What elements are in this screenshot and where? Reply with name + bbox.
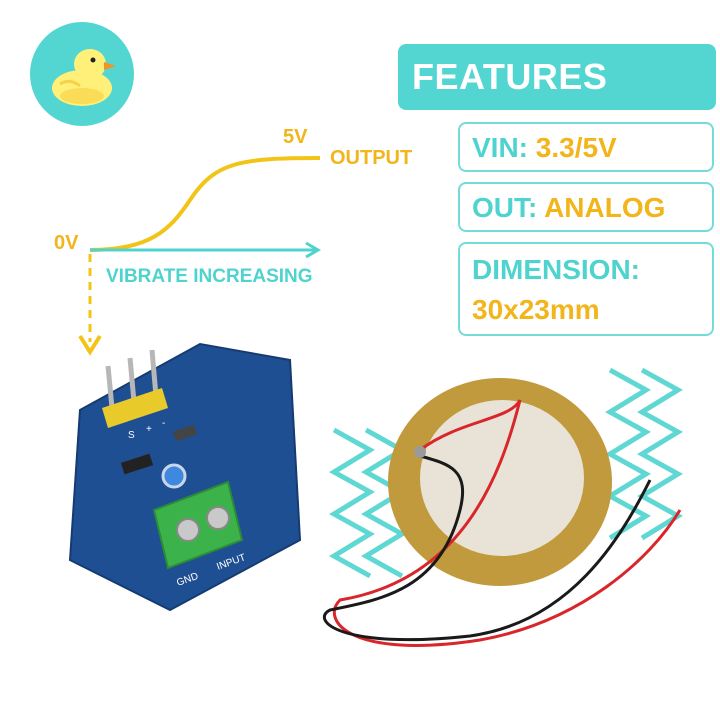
- spec-label-vin: VIN:: [472, 132, 528, 163]
- piezo-element: [323, 367, 683, 647]
- spec-label-out: OUT:: [472, 192, 538, 223]
- vibration-waves-right: [605, 367, 683, 541]
- pin-label-s: S: [128, 430, 135, 441]
- solder-point: [414, 446, 426, 458]
- mounting-hole: [161, 463, 187, 489]
- output-graph: [78, 156, 321, 356]
- five-volt-label: 5V: [283, 126, 308, 148]
- features-header: FEATURES: [398, 44, 716, 110]
- duck-icon: [52, 49, 116, 106]
- spec-value-dimension: 30x23mm: [472, 294, 600, 325]
- axis-arrow-icon: [305, 241, 321, 259]
- pointer-arrow-icon: [78, 334, 102, 356]
- pin-label-minus: -: [162, 418, 165, 429]
- spec-value-out: ANALOG: [544, 192, 666, 223]
- zero-volt-label: 0V: [54, 232, 79, 254]
- header-pins: [102, 349, 168, 428]
- output-curve: [89, 156, 321, 252]
- logo-badge: [30, 22, 134, 126]
- screw-terminal: [152, 480, 244, 570]
- piezo-ceramic: [420, 400, 584, 556]
- spec-value-vin: 3.3/5V: [535, 132, 617, 163]
- spec-card-out: OUT: ANALOG: [458, 182, 714, 232]
- pin-label-plus: +: [146, 424, 152, 435]
- sensor-module: S + - GND INPUT: [68, 342, 302, 612]
- resistor: [120, 453, 154, 475]
- vibrate-increasing-label: VIBRATE INCREASING: [106, 266, 313, 287]
- output-label: OUTPUT: [330, 147, 413, 169]
- spec-card-vin: VIN: 3.3/5V: [458, 122, 714, 172]
- spec-label-dimension: DIMENSION:: [472, 254, 640, 285]
- capacitor: [172, 424, 198, 442]
- spec-card-dimension: DIMENSION: 30x23mm: [458, 242, 714, 336]
- red-wire: [332, 399, 682, 647]
- features-title: FEATURES: [412, 56, 608, 97]
- black-wire: [323, 454, 652, 642]
